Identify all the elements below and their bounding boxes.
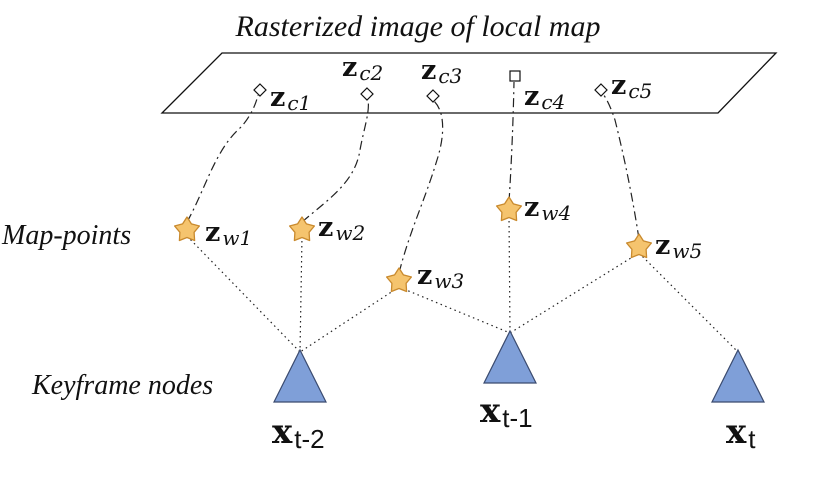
image-point-label-c4-sub: c4 — [541, 90, 565, 114]
map-point-label-w2-main: z — [318, 212, 333, 243]
image-point-label-c5-sub: c5 — [628, 79, 652, 103]
keyframe-label-t-1-main: x — [480, 391, 501, 431]
image-point-label-c2-main: z — [342, 52, 357, 83]
image-point-label-c5-main: z — [611, 70, 626, 101]
map-point-label-w1-main: z — [205, 217, 220, 248]
keyframe-label-t-1-sub: t-1 — [502, 403, 532, 433]
keyframe-t: xt — [711, 348, 765, 454]
image-point-label-c3-sub: c3 — [438, 64, 462, 88]
projection-line-w1-c1 — [186, 94, 259, 223]
keyframe-t-2: xt-2 — [272, 348, 327, 454]
observation-lines — [186, 215, 739, 353]
map-point-label-w1-sub: w1 — [222, 226, 252, 250]
keyframe-label-t-2-sub: t-2 — [294, 424, 324, 454]
observation-line-w2-t-2 — [299, 235, 303, 353]
square-marker-icon — [509, 70, 521, 82]
map-point-label-w5-sub: w5 — [672, 239, 702, 263]
diamond-marker-icon — [360, 87, 374, 101]
map-point-label-w4-main: z — [524, 192, 539, 223]
keyframe-nodes-label: Keyframe nodes — [31, 370, 213, 401]
projection-line-w2-c2 — [301, 99, 369, 223]
map-point-label-w2-sub: w2 — [335, 221, 365, 245]
star-icon — [173, 216, 201, 242]
projection-line-w5-c5 — [602, 93, 640, 240]
keyframe-label-t: xt — [726, 412, 756, 454]
star-icon — [625, 233, 653, 259]
observation-line-w5-t-1 — [509, 252, 640, 334]
observation-line-w1-t-2 — [186, 235, 301, 353]
star-icon — [495, 196, 523, 222]
keyframe-label-t-1: xt-1 — [480, 391, 533, 433]
observation-line-w4-t-1 — [508, 215, 511, 334]
diagram-title: Rasterized image of local map — [235, 10, 601, 43]
projection-lines — [186, 81, 640, 274]
star-icon — [385, 267, 413, 293]
keyframe-t-1: xt-1 — [480, 329, 537, 433]
triangle-icon — [273, 348, 327, 403]
map-points-label: Map-points — [1, 220, 131, 251]
map-point-label-w3-main: z — [417, 260, 432, 291]
diamond-marker-icon — [426, 89, 440, 103]
image-point-label-c1-main: z — [270, 82, 285, 113]
image-point-label-c4-main: z — [524, 81, 539, 112]
keyframe-label-t-2: xt-2 — [272, 412, 325, 454]
keyframe-label-t-main: x — [726, 412, 747, 452]
diamond-marker-icon — [253, 83, 267, 97]
map-point-label-w3-sub: w3 — [434, 269, 464, 293]
keyframe-label-t-sub: t — [748, 424, 756, 454]
star-icon — [288, 216, 316, 242]
image-point-label-c3-main: z — [421, 55, 436, 86]
keyframe-label-t-2-main: x — [272, 412, 293, 452]
triangle-icon — [711, 348, 765, 403]
map-point-label-w4-sub: w4 — [541, 201, 571, 225]
observation-line-w5-t — [638, 252, 739, 353]
triangle-icon — [483, 329, 537, 384]
image-point-label-c1-sub: c1 — [287, 91, 311, 115]
observation-line-w3-t-1 — [398, 286, 511, 334]
diamond-marker-icon — [594, 83, 608, 97]
projection-line-w3-c3 — [398, 100, 444, 274]
image-plane — [160, 52, 778, 114]
map-point-label-w5-main: z — [655, 230, 670, 261]
observation-line-w3-t-2 — [299, 286, 400, 353]
image-point-label-c2-sub: c2 — [359, 61, 383, 85]
